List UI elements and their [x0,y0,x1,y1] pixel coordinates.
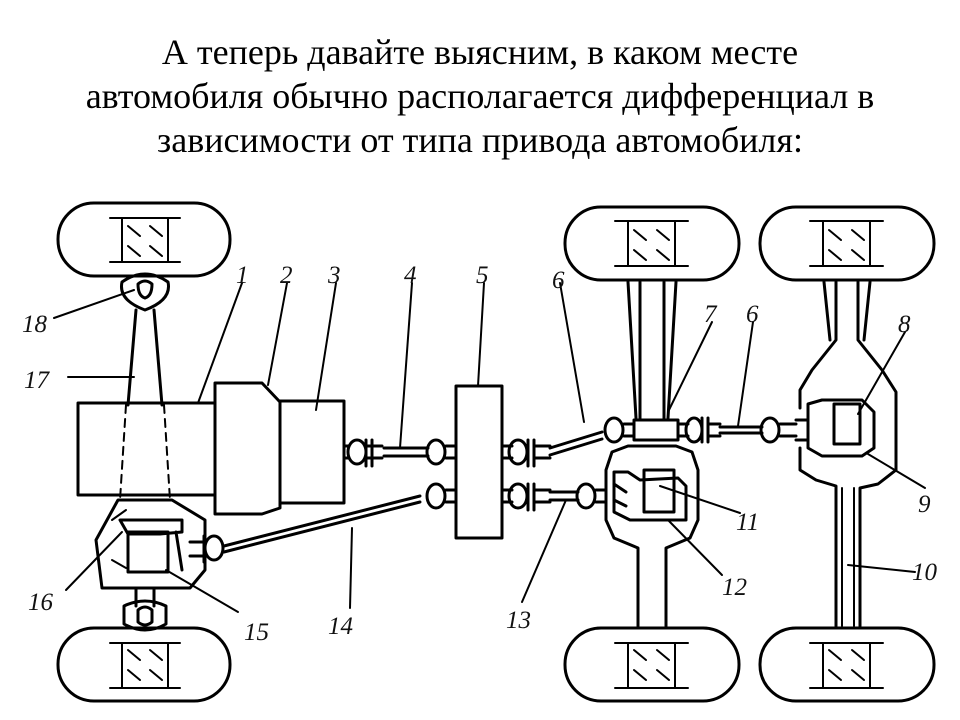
title-line-1: А теперь давайте выясним, в каком месте [161,32,799,72]
gearbox [278,399,346,505]
slide-title: А теперь давайте выясним, в каком месте … [40,30,920,162]
label-2: 2 [280,262,293,289]
u-joint-transfer-rear-2 [507,482,529,510]
callout-labels: 1 2 3 4 5 6 7 6 8 9 10 11 12 13 14 15 16… [22,262,938,646]
wheel-front-right [758,205,936,282]
label-9: 9 [918,491,931,518]
wheel-front-left [56,201,232,278]
wheel-rear-left [56,626,232,703]
transfer-box [454,384,504,540]
label-17: 17 [24,367,51,394]
label-15: 15 [244,619,269,646]
label-5: 5 [476,262,489,289]
front-output-flange [188,534,206,564]
shaft-to-middle-axle [548,430,604,457]
differential-front [126,530,170,574]
cv-joint-rear-left [122,599,168,632]
label-7: 7 [704,301,718,328]
front-u-joint [203,534,225,562]
hidden-shaft [119,404,171,501]
propeller-shaft-front [222,494,422,554]
cv-joint-front [119,272,171,312]
label-13: 13 [506,607,531,634]
label-4: 4 [404,262,417,289]
label-6b: 6 [746,301,759,328]
middle-axle-beam-top [626,280,678,422]
clutch-housing [213,381,282,516]
u-joint-transfer-in [425,438,447,466]
label-16: 16 [28,589,54,616]
shaft-4 [382,446,430,458]
shaft-13 [548,490,580,502]
middle-main-gear [612,470,688,522]
label-14: 14 [328,613,353,640]
u-joint-transfer-front [425,482,447,510]
u-joint-rear-axle-in [759,416,781,444]
rear-main-gear [806,398,876,458]
wheel-rear-middle [563,626,741,703]
title-line-3: зависимости от типа привода автомобиля: [157,120,803,160]
label-1: 1 [236,262,249,289]
title-line-2: автомобиля обычно располагается дифферен… [85,76,875,116]
label-18: 18 [22,311,48,338]
label-12: 12 [722,574,747,601]
engine-block [76,401,217,497]
differential-rear [832,402,862,446]
label-6: 6 [552,267,565,294]
through-drive-box [632,418,680,442]
u-joint-gearbox [346,438,368,466]
drive-shaft-vertical [126,308,164,407]
u-joint-middle-in [603,416,625,444]
label-11: 11 [736,509,759,536]
leader-lines [53,282,926,613]
u-joint-13 [575,482,597,510]
wheel-front-middle [563,205,741,282]
gear-front [118,518,184,572]
u-joint-transfer-rear-1 [507,438,529,466]
wheel-hubs [109,217,884,689]
front-axle-housing [94,498,207,590]
rear-axle-beam-top [798,280,898,432]
u-joint-middle-out [684,416,704,444]
middle-axle-housing [604,444,700,628]
label-8: 8 [898,311,911,338]
wheel-rear-right [758,626,936,703]
rear-axle-housing [798,428,898,628]
label-3: 3 [327,262,341,289]
label-10: 10 [912,559,938,586]
shaft-6-right [718,425,764,435]
differential-middle [642,468,676,514]
